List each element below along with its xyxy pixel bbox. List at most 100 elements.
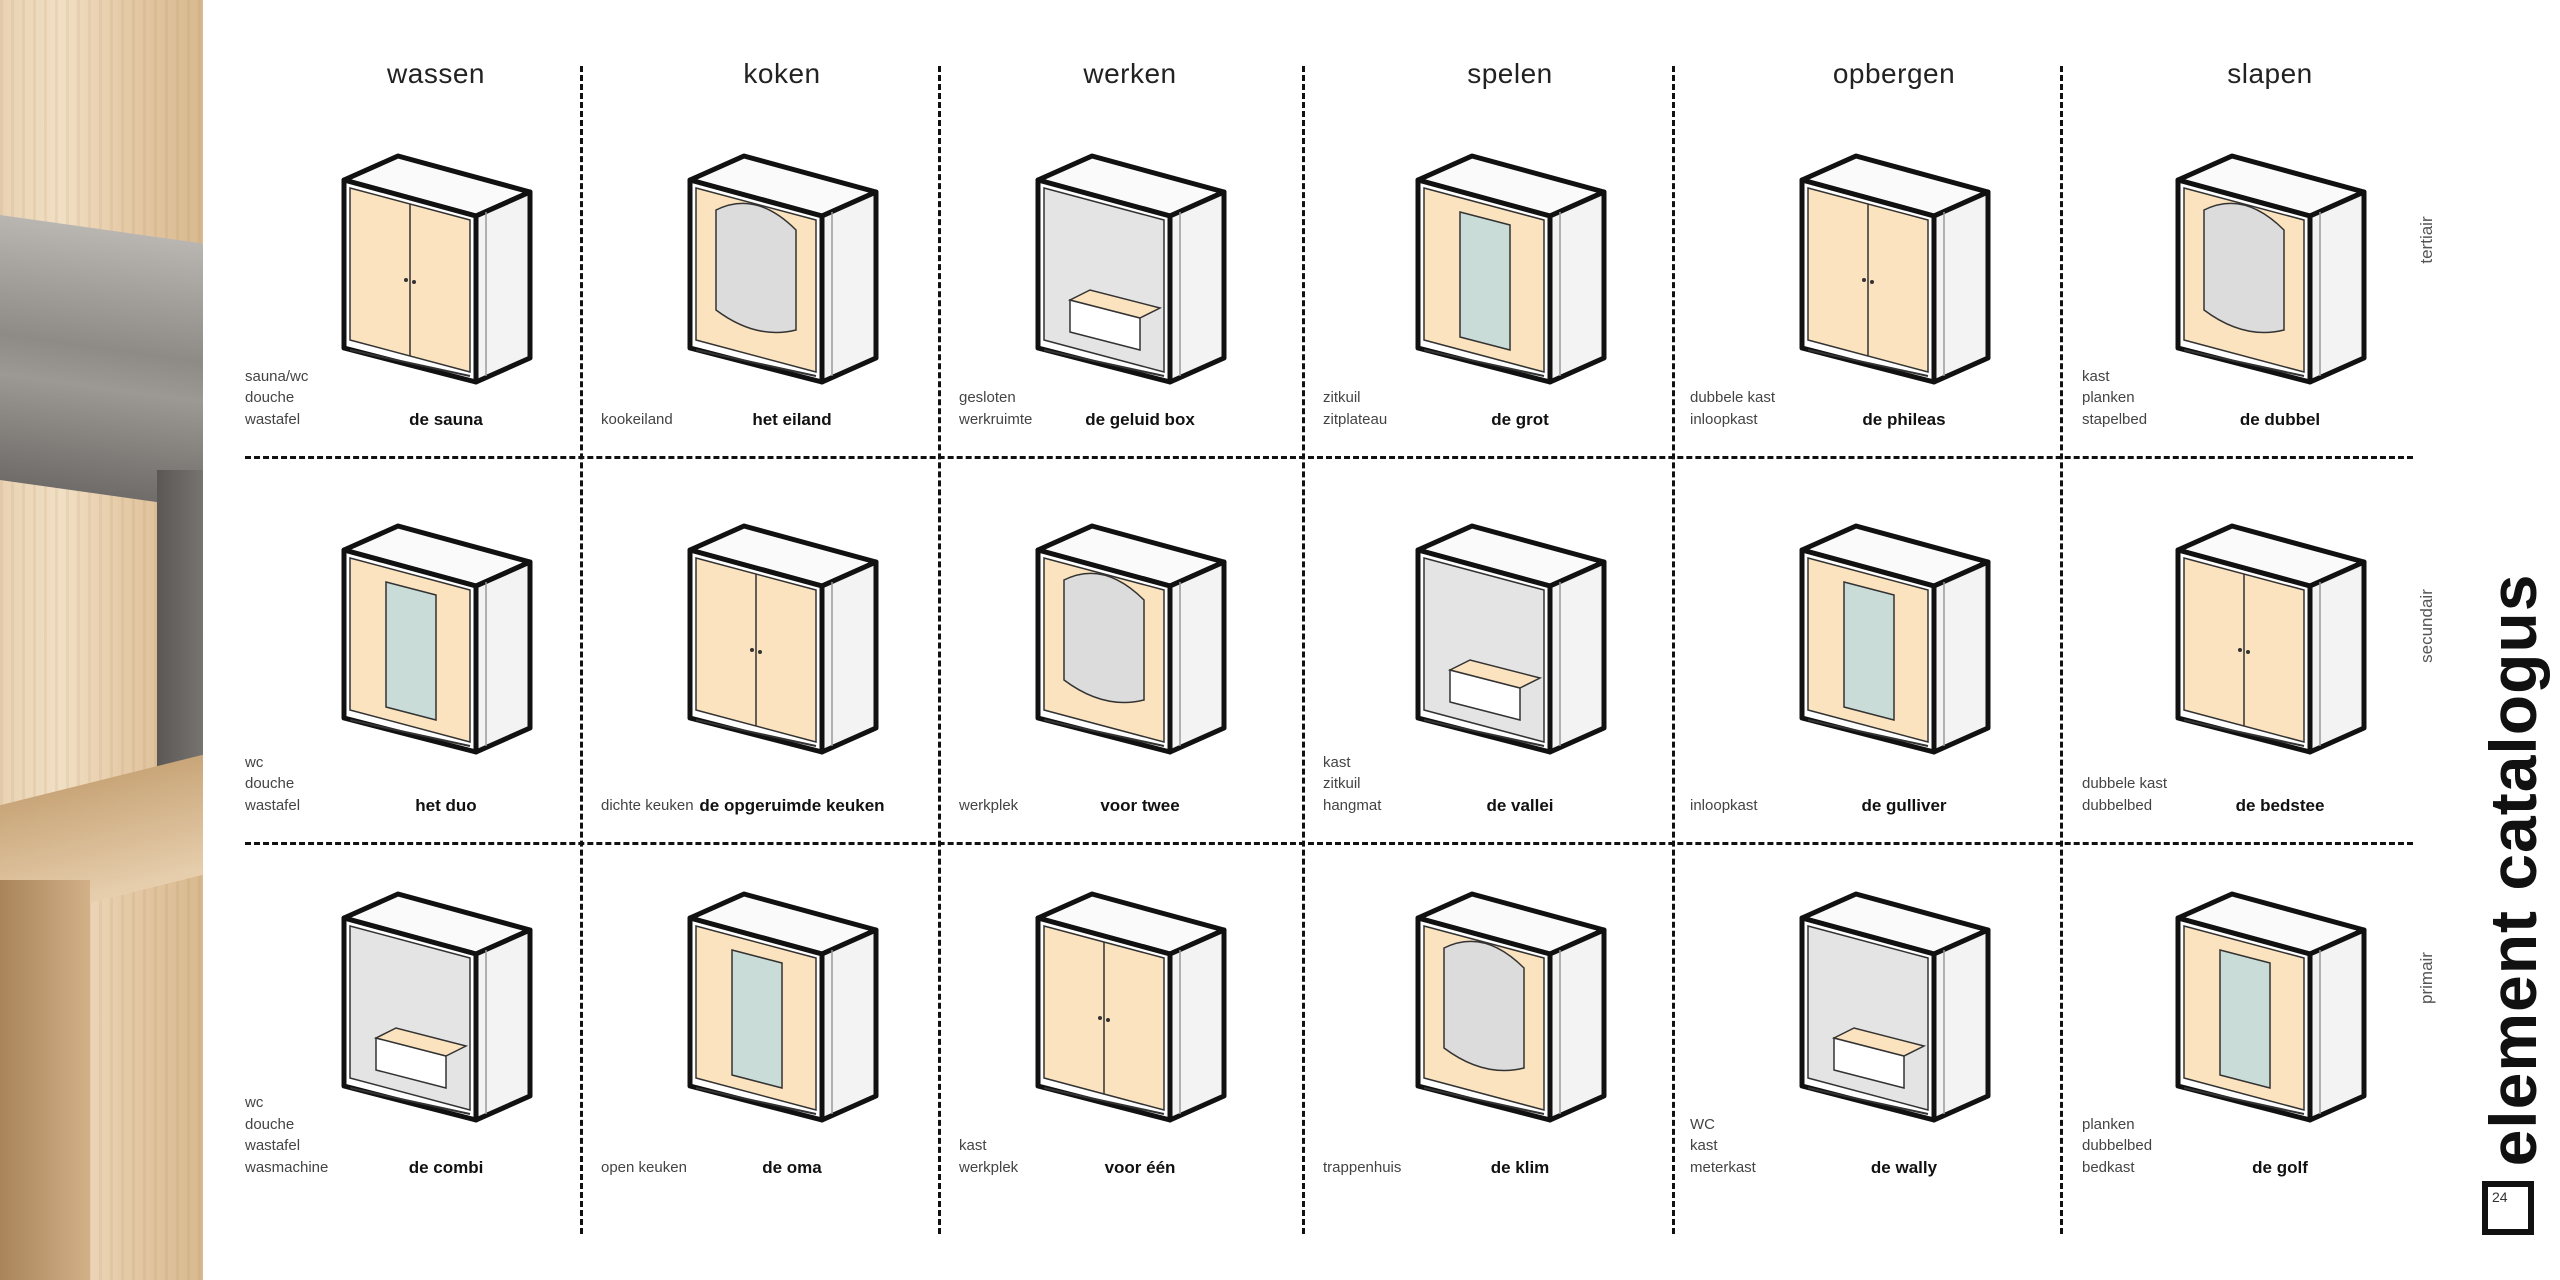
box-side-face — [2307, 189, 2367, 385]
feature-item: douche — [245, 775, 295, 792]
page-number: 24 — [2492, 1189, 2508, 1205]
box-side-face — [1167, 559, 1227, 755]
box-front-detail — [1043, 187, 1165, 373]
feature-item: planken — [2082, 389, 2135, 406]
element-illustration-de-dubbel[interactable] — [2170, 150, 2370, 390]
feature-item: inloopkast — [1690, 796, 1758, 814]
row-label-secundair: secundair — [2417, 589, 2436, 663]
feature-item: hangmat — [1323, 796, 1382, 814]
column-divider — [580, 66, 583, 1234]
box-front-detail — [1423, 557, 1545, 743]
element-illustration-het-eiland[interactable] — [682, 150, 882, 390]
element-illustration-de-sauna[interactable] — [336, 150, 536, 390]
box-front-detail — [349, 925, 471, 1111]
column-divider — [1672, 66, 1675, 1234]
element-name-het-eiland: het eiland — [752, 410, 832, 429]
page-number-box: 24 — [2482, 1181, 2534, 1235]
element-illustration-de-phileas[interactable] — [1794, 150, 1994, 390]
element-illustration-de-combi[interactable] — [336, 888, 536, 1128]
element-name-de-phileas: de phileas — [1862, 410, 1946, 429]
feature-item: kast — [1323, 753, 1351, 771]
box-front-detail — [349, 557, 471, 743]
element-illustration-de-gulliver[interactable] — [1794, 520, 1994, 760]
feature-item: gesloten — [959, 389, 1016, 406]
element-illustration-het-duo[interactable] — [336, 520, 536, 760]
column-divider — [1302, 66, 1305, 1234]
feature-item: sauna/wc — [245, 367, 309, 385]
feature-item: dubbele kast — [2082, 775, 2168, 792]
element-illustration-voor-twee[interactable] — [1030, 520, 1230, 760]
page-title: element catalogus — [2476, 573, 2550, 1167]
element-name-de-grot: de grot — [1491, 410, 1549, 429]
feature-item: zitkuil — [1323, 775, 1361, 792]
box-front-detail — [1807, 187, 1929, 373]
element-name-het-duo: het duo — [415, 796, 477, 815]
feature-item: werkplek — [959, 796, 1019, 814]
feature-item: inloopkast — [1690, 410, 1758, 428]
element-illustration-de-bedstee[interactable] — [2170, 520, 2370, 760]
element-name-de-dubbel: de dubbel — [2239, 410, 2321, 429]
column-divider — [2060, 66, 2063, 1234]
box-front-detail — [1043, 925, 1165, 1111]
feature-item: zitkuil — [1323, 389, 1361, 406]
row-label-primair: primair — [2417, 952, 2436, 1004]
box-side-face — [819, 927, 879, 1123]
feature-item: WC — [1690, 1115, 1715, 1133]
column-header-slapen: slapen — [2227, 58, 2313, 89]
feature-item: kookeiland — [601, 410, 673, 428]
element-name-de-gulliver: de gulliver — [1861, 796, 1947, 815]
feature-item: wasmachine — [245, 1158, 329, 1176]
feature-item: trappenhuis — [1323, 1158, 1402, 1176]
box-front-detail — [1423, 187, 1545, 373]
box-front-detail — [2183, 925, 2305, 1111]
box-side-face — [473, 927, 533, 1123]
box-side-face — [2307, 559, 2367, 755]
box-side-face — [819, 189, 879, 385]
box-side-face — [1167, 927, 1227, 1123]
box-front-detail — [695, 557, 817, 743]
column-header-spelen: spelen — [1467, 58, 1553, 89]
feature-item: wastafel — [245, 410, 301, 428]
feature-item: dubbelbed — [2082, 1137, 2153, 1154]
element-illustration-voor-één[interactable] — [1030, 888, 1230, 1128]
box-front-detail — [695, 925, 817, 1111]
element-name-de-oma: de oma — [762, 1158, 822, 1177]
row-divider — [245, 842, 2413, 845]
element-name-de-wally: de wally — [1870, 1158, 1938, 1177]
element-name-de-combi: de combi — [408, 1158, 484, 1177]
column-header-koken: koken — [743, 58, 821, 89]
element-illustration-de-klim[interactable] — [1410, 888, 1610, 1128]
element-illustration-de-oma[interactable] — [682, 888, 882, 1128]
element-illustration-de-grot[interactable] — [1410, 150, 1610, 390]
box-front-detail — [1423, 925, 1545, 1111]
column-header-wassen: wassen — [387, 58, 485, 89]
feature-item: zitplateau — [1323, 410, 1388, 428]
box-side-face — [1931, 559, 1991, 755]
element-illustration-de-vallei[interactable] — [1410, 520, 1610, 760]
element-illustration-de-wally[interactable] — [1794, 888, 1994, 1128]
element-name-voor-één: voor één — [1104, 1158, 1176, 1177]
feature-item: open keuken — [601, 1158, 687, 1176]
element-name-de-sauna: de sauna — [409, 410, 483, 429]
element-features-de-klim: trappenhuis — [1323, 1157, 1401, 1179]
box-side-face — [1931, 927, 1991, 1123]
element-features-voor-twee: werkplek — [959, 795, 1018, 817]
box-front-detail — [1807, 557, 1929, 743]
box-side-face — [2307, 927, 2367, 1123]
element-illustration-de-golf[interactable] — [2170, 888, 2370, 1128]
element-illustration-de-opgeruimde-keuken[interactable] — [682, 520, 882, 760]
box-front-detail — [1807, 925, 1929, 1111]
element-features-het-eiland: kookeiland — [601, 409, 673, 431]
column-divider — [938, 66, 941, 1234]
feature-item: dubbele kast — [1690, 389, 1776, 406]
feature-item: planken — [2082, 1115, 2135, 1133]
element-name-voor-twee: voor twee — [1100, 796, 1180, 815]
element-name-de-golf: de golf — [2252, 1158, 2308, 1177]
element-name-de-geluid-box: de geluid box — [1085, 410, 1195, 429]
row-divider — [245, 456, 2413, 459]
element-illustration-de-geluid-box[interactable] — [1030, 150, 1230, 390]
feature-item: wastafel — [245, 1137, 301, 1154]
box-side-face — [1931, 189, 1991, 385]
